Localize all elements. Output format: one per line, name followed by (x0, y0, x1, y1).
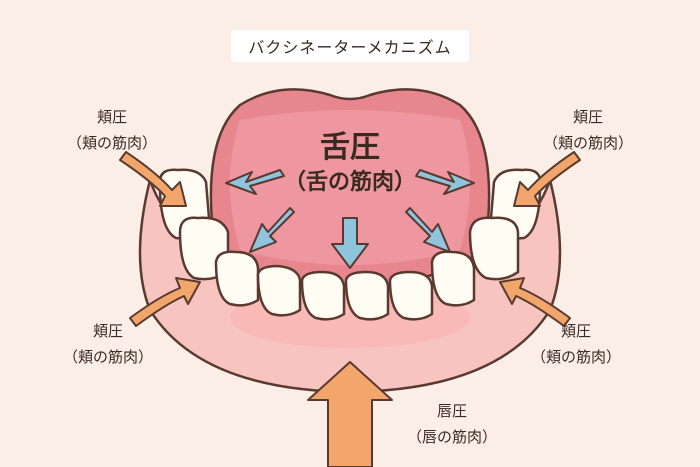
tongue-arrow-center (331, 217, 369, 269)
cheek-pressure-name: 頬圧 (96, 108, 127, 126)
tongue-center (230, 110, 470, 265)
lip-arrow (307, 361, 393, 467)
tongue-arrow-right-lower (405, 207, 451, 253)
cheek-arrow-lower-right (499, 277, 571, 327)
cheek-label-lower-left: 頬圧 （頬の筋肉） (48, 318, 168, 370)
cheek-pressure-name: 頬圧 (560, 322, 591, 340)
tongue-muscle-name: （舌の筋肉） (283, 170, 416, 195)
lip-pressure-name: 唇圧 (436, 402, 467, 420)
cheek-arrow-lower-left (129, 277, 201, 327)
tongue-arrow-left-upper (225, 169, 285, 195)
muscle-arrows (119, 151, 581, 467)
tongue-arrow-left-lower (249, 207, 295, 253)
tooth (344, 270, 390, 321)
cheek-label-upper-right: 頬圧 （頬の筋肉） (528, 104, 648, 156)
cheek-pressure-name: 頬圧 (572, 108, 603, 126)
tongue-pressure-label: 舌圧 （舌の筋肉） (260, 128, 440, 198)
tooth (300, 270, 346, 321)
cheek-label-upper-left: 頬圧 （頬の筋肉） (52, 104, 172, 156)
teeth-row (178, 216, 520, 321)
diagram-title: バクシネーターメカニズム (231, 30, 469, 62)
cheek-label-lower-right: 頬圧 （頬の筋肉） (516, 318, 636, 370)
cheek-arrow-upper-right (513, 151, 581, 207)
tooth (256, 264, 302, 317)
lip-muscle-name: （唇の筋肉） (406, 428, 497, 446)
cheek-arrow-upper-left (119, 151, 187, 207)
lip-label: 唇圧 （唇の筋肉） (392, 398, 512, 450)
tooth (430, 250, 476, 307)
diagram-title-text: バクシネーターメカニズム (248, 38, 452, 57)
cheek-muscle-name: （頬の筋肉） (542, 134, 633, 152)
cheek-muscle-name: （頬の筋肉） (530, 348, 621, 366)
cheek-pressure-name: 頬圧 (92, 322, 123, 340)
tongue-arrows (225, 169, 475, 269)
tooth (468, 216, 520, 281)
cheek-muscle-name: （頬の筋肉） (66, 134, 157, 152)
tooth (214, 250, 260, 307)
tooth (388, 270, 434, 321)
cheek-muscle-name: （頬の筋肉） (62, 348, 153, 366)
tongue-pressure-name: 舌圧 (320, 130, 380, 165)
tongue-arrow-right-upper (415, 169, 475, 195)
